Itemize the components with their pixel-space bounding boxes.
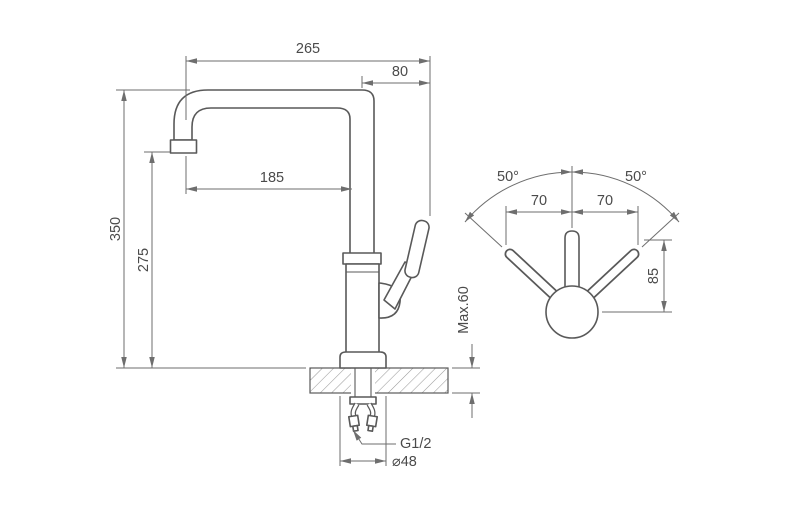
top-view: 50° 50° 70 70 (464, 166, 680, 339)
handle-grip (404, 219, 430, 279)
handle-height-label: 85 (646, 268, 662, 284)
dim-overall-height: 350 (108, 89, 306, 369)
hose-fitting-right (365, 414, 379, 432)
faucet-base-flange (339, 351, 387, 369)
label-thread-size: G1/2 (352, 429, 431, 452)
dim-swivel-angle-right: 50° (571, 169, 680, 223)
countertop-hatch (309, 367, 449, 394)
swivel-angle-left-label: 50° (497, 169, 519, 185)
body-circle-topview (545, 285, 599, 339)
supply-hoses (347, 402, 379, 432)
dim-handle-reach: 70 70 (505, 193, 639, 245)
base-diameter-label: ⌀48 (392, 454, 417, 470)
faucet-body (345, 263, 380, 354)
spout-aerator (169, 139, 198, 154)
handle-reach-right-label: 70 (597, 193, 613, 209)
swivel-angle-right-label: 50° (625, 169, 647, 185)
spout-stub-topview (564, 230, 580, 293)
dim-spout-height: 275 (136, 151, 170, 368)
dim-spout-reach-label: 185 (260, 170, 284, 186)
dim-max-mounting-label: Max.60 (456, 286, 472, 334)
dim-overall-width-label: 265 (296, 41, 320, 57)
dim-swivel-angle-left: 50° (464, 169, 573, 223)
hose-fitting-left (347, 414, 361, 432)
faucet-outline (169, 89, 430, 369)
dim-overall-height-label: 350 (108, 217, 124, 241)
dim-base-diameter: ⌀48 (339, 396, 417, 470)
body-collar (342, 252, 382, 265)
dim-spout-reach: 185 (185, 156, 352, 194)
dim-handle-offset: 80 (361, 64, 430, 88)
handle-reach-left-label: 70 (531, 193, 547, 209)
front-view: 265 80 185 350 275 (108, 41, 480, 470)
dim-spout-height-label: 275 (136, 248, 152, 272)
dim-handle-offset-label: 80 (392, 64, 408, 80)
countertop-section (309, 367, 449, 394)
dim-max-mounting-thickness: Max.60 (452, 286, 480, 418)
mounting-shank (349, 368, 377, 405)
mounting-nut (349, 396, 377, 405)
dim-handle-height: 85 (602, 239, 672, 313)
thread-size-label: G1/2 (400, 436, 431, 452)
